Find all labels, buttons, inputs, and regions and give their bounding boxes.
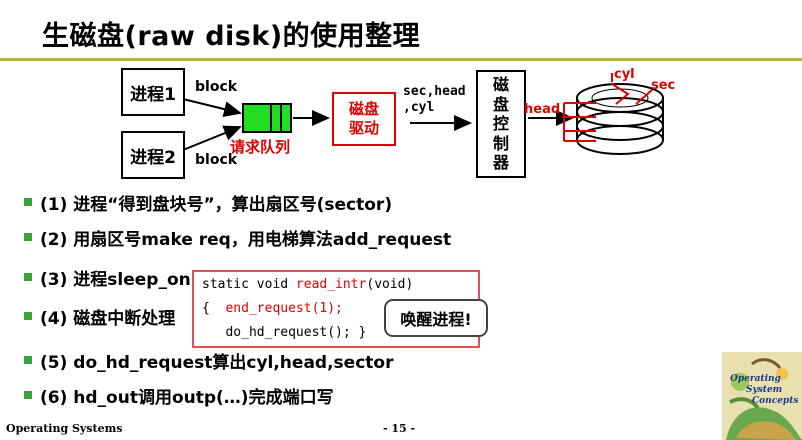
block-label-bottom: block [195, 152, 238, 168]
controller-char: 制 [492, 133, 509, 153]
process-2-label: 进程2 [130, 147, 176, 168]
bullet-square-icon [24, 391, 32, 399]
disk-cyl-label: cyl [614, 67, 635, 82]
controller-char: 器 [492, 153, 509, 173]
bullet-square-icon [24, 198, 32, 206]
bullet-text: (5) do_hd_request算出cyl,head,sector [40, 352, 394, 373]
block-label-top: block [195, 79, 238, 95]
process-2-box: 进程2 [121, 131, 185, 179]
bullet-item: (6) hd_out调用outp(…)完成端口写 [24, 382, 334, 408]
bullet-square-icon [24, 233, 32, 241]
code-params: (void) [366, 277, 414, 292]
arrow-p2-to-queue [182, 125, 242, 151]
footer-course-title: Operating Systems [6, 422, 123, 435]
disk-sec-label: sec [651, 78, 676, 93]
disk-head-label: head [524, 102, 561, 117]
process-1-box: 进程1 [121, 68, 185, 116]
bullet-item: (2) 用扇区号make req，用电梯算法add_request [24, 224, 451, 250]
code-line-3: do_hd_request(); } [202, 325, 367, 340]
bullet-item: (1) 进程“得到盘块号”，算出扇区号(sector) [24, 189, 392, 215]
controller-char: 盘 [492, 94, 509, 114]
controller-char: 磁 [492, 75, 509, 95]
code-keyword: static void [202, 277, 296, 292]
code-line-1: static void read_intr(void) [202, 277, 413, 292]
bullet-text: (3) 进程sleep_on [40, 269, 191, 290]
request-queue-label: 请求队列 [230, 138, 291, 156]
cyl-label: ,cyl [403, 100, 435, 115]
footer-page-number: - 15 - [383, 422, 416, 435]
arrow-p1-to-queue [182, 98, 242, 117]
bullet-square-icon [24, 273, 32, 281]
book-cover-image: Operating System Concepts [722, 352, 802, 440]
diagram-arrows [182, 73, 664, 155]
bullet-text: (2) 用扇区号make req，用电梯算法add_request [40, 229, 452, 250]
code-brace: { [202, 301, 226, 316]
book-title-line2: System [746, 385, 783, 395]
bullet-text: (1) 进程“得到盘块号”，算出扇区号(sector) [40, 194, 393, 215]
bullet-item: (5) do_hd_request算出cyl,head,sector [24, 347, 393, 373]
controller-char: 控 [492, 114, 509, 134]
bullet-text: (4) 磁盘中断处理 [40, 308, 176, 329]
bullet-square-icon [24, 356, 32, 364]
sec-head-label: sec,head [403, 84, 466, 99]
book-title-line3: Concepts [752, 396, 799, 406]
bullet-text: (6) hd_out调用outp(…)完成端口写 [40, 387, 334, 408]
bullet-item: (3) 进程sleep_on [24, 264, 191, 290]
bullet-item: (4) 磁盘中断处理 [24, 303, 175, 329]
bullet-square-icon [24, 312, 32, 320]
head-arm-icon [563, 102, 596, 142]
disk-controller-box: 磁 盘 控 制 器 [476, 70, 526, 178]
driver-label-line2: 驱动 [348, 119, 379, 137]
cyl-sec-marks [611, 73, 653, 105]
code-end-request: end_request(1); [225, 301, 343, 316]
disk-driver-box: 磁盘 驱动 [332, 92, 396, 146]
title-divider [0, 58, 802, 61]
driver-label-line1: 磁盘 [348, 99, 379, 118]
request-queue-box [242, 103, 292, 133]
disk-platters-icon [576, 83, 664, 155]
wake-process-callout: 唤醒进程! [384, 299, 488, 337]
page-title: 生磁盘(raw disk)的使用整理 [42, 21, 421, 52]
book-title-line1: Operating [730, 374, 781, 384]
code-function-name: read_intr [295, 277, 367, 292]
dinosaur-illustration [722, 352, 802, 440]
code-line-2: { end_request(1); [202, 301, 343, 316]
process-1-label: 进程1 [130, 84, 176, 105]
